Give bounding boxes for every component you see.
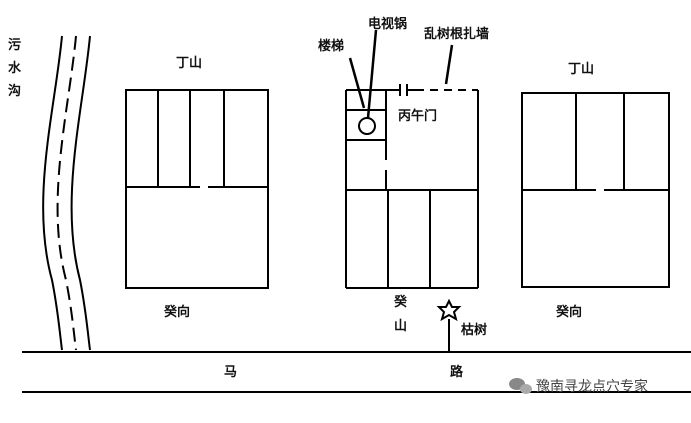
left-house-outline — [125, 89, 269, 289]
gui-shan-label-1: 癸 — [393, 294, 408, 310]
dead-tree-label: 枯树 — [461, 322, 487, 338]
watermark-text: 豫南寻龙点穴专家 — [536, 378, 648, 395]
right-gui-xiang-label: 癸向 — [555, 304, 582, 320]
left-house — [125, 89, 269, 289]
tv-dish-icon — [358, 117, 376, 135]
sewage-ditch-label-1: 污 — [8, 37, 21, 53]
left-gui-xiang-label: 癸向 — [163, 304, 190, 320]
road-label-2: 路 — [450, 364, 464, 380]
sewage-ditch — [42, 35, 91, 351]
left-ding-shan-label: 丁山 — [176, 55, 202, 71]
road-label-1: 马 — [224, 365, 237, 380]
dead-tree-icon — [436, 298, 462, 322]
dead-tree — [436, 298, 462, 352]
ditch-center-line — [56, 35, 77, 351]
bing-wu-gate-label: 丙午门 — [398, 108, 437, 124]
wall-label: 乱树根扎墙 — [424, 26, 489, 42]
watermark: 豫南寻龙点穴专家 — [509, 378, 648, 395]
stairwell-box — [345, 109, 387, 141]
sewage-ditch-label-3: 沟 — [8, 83, 21, 99]
stairs-label: 楼梯 — [318, 38, 344, 54]
ditch-right-bank — [70, 35, 91, 351]
ditch-left-bank — [42, 35, 63, 351]
stairs-pointer — [348, 57, 366, 109]
gui-shan-label-2: 山 — [394, 318, 407, 334]
wechat-icon — [509, 378, 532, 394]
tv-dish-pointer — [366, 29, 378, 119]
sewage-ditch-label-2: 水 — [8, 60, 22, 76]
road — [22, 351, 691, 393]
middle-house — [345, 29, 479, 289]
right-house — [521, 92, 670, 288]
tv-dish-label: 电视锅 — [368, 16, 407, 32]
right-ding-shan-label: 丁山 — [568, 61, 594, 77]
wall-pointer — [444, 44, 454, 85]
